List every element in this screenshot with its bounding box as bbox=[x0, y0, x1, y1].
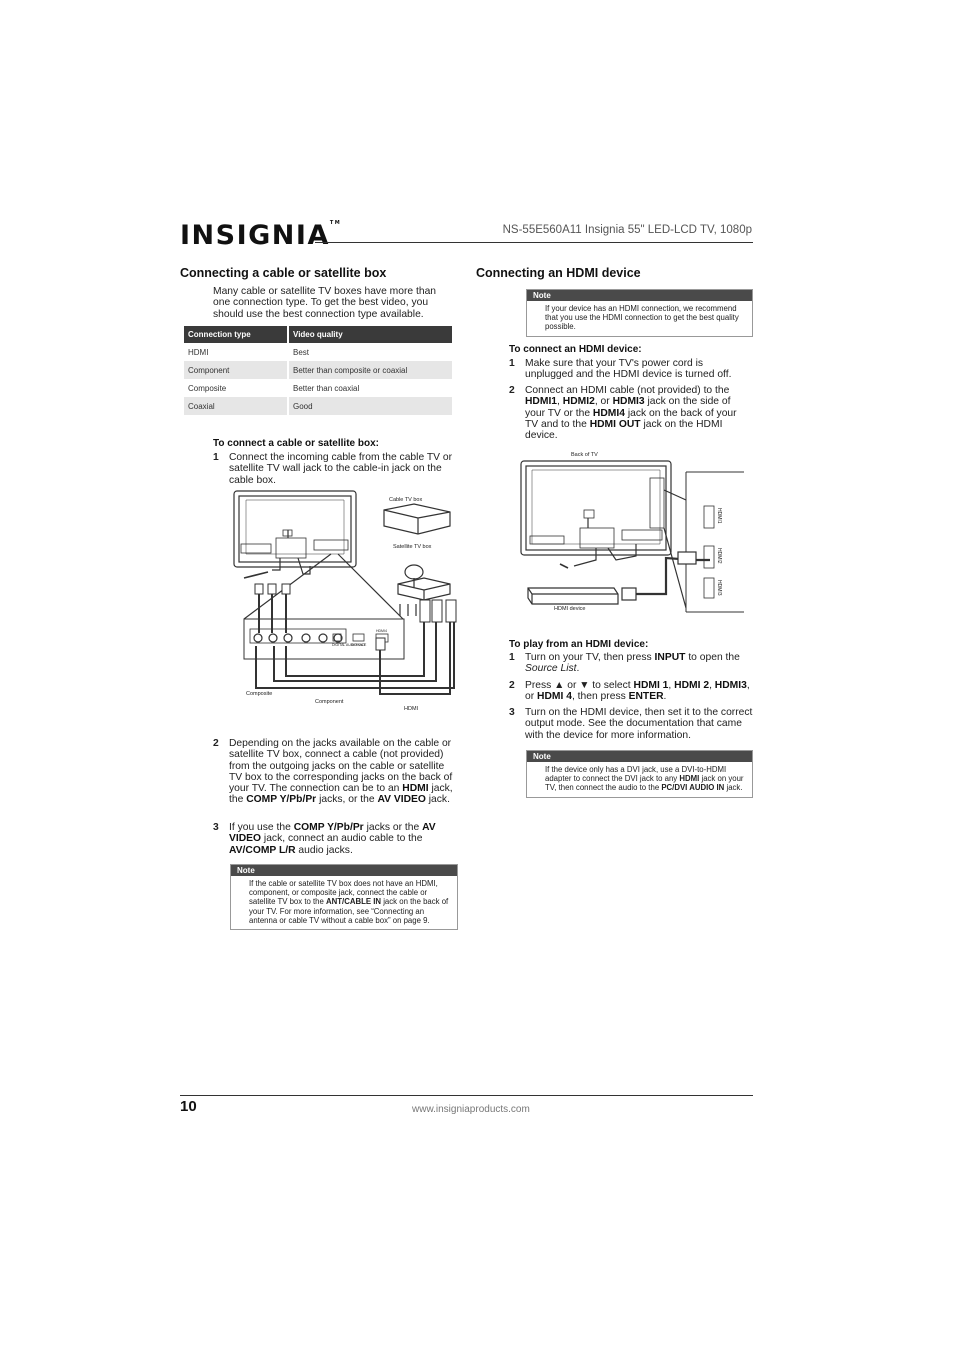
note-text: If the device only has a DVI jack, use a… bbox=[545, 765, 744, 793]
note-label: Note bbox=[231, 865, 457, 876]
step-text: Turn on your TV, then press INPUT to ope… bbox=[525, 652, 740, 675]
step-number: 2 bbox=[509, 680, 515, 691]
step-text: Connect an HDMI cable (not provided) to … bbox=[525, 385, 737, 442]
note-box-dvi: Note If the device only has a DVI jack, … bbox=[526, 750, 753, 798]
table-cell: Better than coaxial bbox=[293, 383, 360, 393]
table-header-cell: Video quality bbox=[288, 326, 452, 343]
table-cell: HDMI bbox=[184, 343, 289, 361]
procedure-title-cable: To connect a cable or satellite box: bbox=[213, 438, 379, 449]
label-hdmi3: HDMI3 bbox=[716, 580, 722, 596]
label-hdmi: HDMI bbox=[404, 706, 419, 712]
note-text: If the cable or satellite TV box does no… bbox=[249, 879, 449, 925]
procedure-title-play: To play from an HDMI device: bbox=[509, 639, 649, 650]
connection-type-table: Connection type Video quality HDMI Best C… bbox=[184, 326, 452, 415]
note-box-cable: Note If the cable or satellite TV box do… bbox=[230, 864, 458, 931]
header-rule bbox=[315, 242, 753, 243]
cable-satellite-connection-diagram: Cable TV box Satellite TV box DIGITAL AU… bbox=[233, 490, 457, 712]
step-text: Connect the incoming cable from the cabl… bbox=[229, 452, 453, 486]
label-composite: Composite bbox=[246, 691, 272, 697]
step-text: If you use the COMP Y/Pb/Pr jacks or the… bbox=[229, 822, 436, 856]
table-cell: Component bbox=[184, 361, 289, 379]
table-cell: Best bbox=[293, 347, 310, 357]
step-text: Turn on the HDMI device, then set it to … bbox=[525, 707, 753, 741]
step-text: Make sure that your TV's power cord is u… bbox=[525, 358, 732, 381]
table-cell: Better than composite or coaxial bbox=[288, 361, 452, 379]
note-text: If your device has an HDMI connection, w… bbox=[545, 304, 739, 332]
note-label: Note bbox=[527, 290, 752, 301]
note-box-hdmi: Note If your device has an HDMI connecti… bbox=[526, 289, 753, 337]
step-number: 1 bbox=[509, 652, 515, 663]
label-cable-box: Cable TV box bbox=[389, 497, 422, 503]
section-heading-hdmi: Connecting an HDMI device bbox=[476, 266, 641, 280]
table-cell: Coaxial bbox=[184, 397, 289, 415]
label-digital-audio: DIGITAL AUDIO OUT bbox=[332, 643, 366, 647]
footer-url: www.insigniaproducts.com bbox=[412, 1104, 530, 1115]
step-number: 2 bbox=[509, 385, 515, 396]
table-cell: Good bbox=[288, 397, 452, 415]
table-cell: Composite bbox=[184, 379, 289, 397]
label-service: SERVICE bbox=[351, 643, 367, 647]
label-hdmi1: HDMI1 bbox=[716, 508, 722, 524]
page-number: 10 bbox=[180, 1098, 197, 1115]
insignia-logo: INSIGNIATM bbox=[180, 220, 342, 251]
table-header-row: Connection type Video quality bbox=[184, 326, 452, 343]
label-hdmi2: HDMI2 bbox=[716, 548, 722, 564]
label-component: Component bbox=[315, 699, 344, 705]
label-satellite-box: Satellite TV box bbox=[393, 544, 432, 550]
hdmi-connection-diagram: Back of TV HDMI device HDMI1 HDMI2 HDMI3 bbox=[520, 452, 744, 613]
step-text: Depending on the jacks available on the … bbox=[229, 738, 453, 806]
step-number: 3 bbox=[509, 707, 515, 718]
step-number: 1 bbox=[213, 452, 219, 463]
step-text: Press ▲ or ▼ to select HDMI 1, HDMI 2, H… bbox=[525, 680, 750, 703]
table-header-cell: Connection type bbox=[184, 326, 289, 343]
footer-rule bbox=[180, 1095, 753, 1096]
note-label: Note bbox=[527, 751, 752, 762]
step-number: 2 bbox=[213, 738, 219, 749]
intro-paragraph: Many cable or satellite TV boxes have mo… bbox=[213, 286, 437, 320]
step-number: 1 bbox=[509, 358, 515, 369]
product-title: NS-55E560A11 Insignia 55" LED-LCD TV, 10… bbox=[502, 224, 752, 236]
label-hdmi-port: HDMI4 bbox=[376, 629, 387, 633]
table-row: HDMI Best bbox=[184, 343, 452, 361]
procedure-title-hdmi: To connect an HDMI device: bbox=[509, 344, 642, 355]
label-hdmi-device: HDMI device bbox=[554, 606, 585, 612]
label-back-of-tv: Back of TV bbox=[571, 452, 598, 458]
step-number: 3 bbox=[213, 822, 219, 833]
section-heading-cable-satellite: Connecting a cable or satellite box bbox=[180, 266, 387, 280]
table-row: Composite Better than coaxial bbox=[184, 379, 452, 397]
